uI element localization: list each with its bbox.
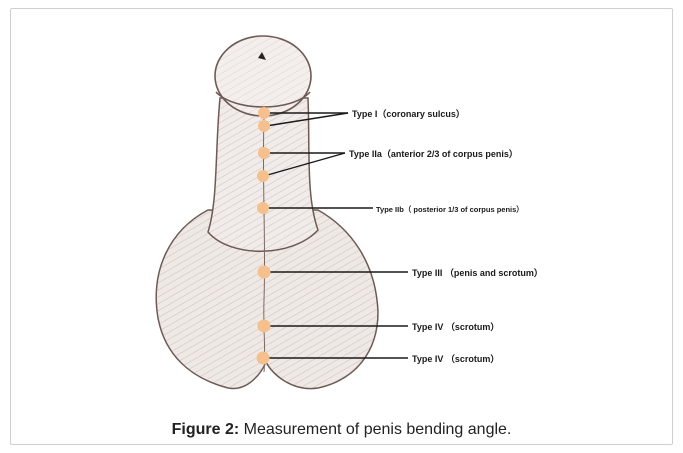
label-type-i: Type I（coronary sulcus） xyxy=(352,109,465,119)
marker-type-iia-b xyxy=(257,170,269,182)
label-type-iib: Type IIb（ posterior 1/3 of corpus penis） xyxy=(376,204,524,214)
marker-type-iii xyxy=(258,266,271,279)
marker-type-iib xyxy=(257,202,269,214)
marker-type-iv-upper xyxy=(258,320,271,333)
caption-label: Figure 2: xyxy=(172,421,240,438)
label-type-iv-upper: Type IV （scrotum） xyxy=(412,322,499,332)
marker-type-iia-a xyxy=(258,147,270,159)
caption-text: Measurement of penis bending angle. xyxy=(239,421,511,438)
label-type-iv-lower: Type IV （scrotum） xyxy=(412,354,499,364)
figure-caption: Figure 2: Measurement of penis bending a… xyxy=(0,421,683,439)
marker-type-iv-lower xyxy=(257,352,270,365)
marker-type-i-b xyxy=(258,120,270,132)
label-type-iii: Type III （penis and scrotum） xyxy=(412,268,543,278)
label-type-iia: Type IIa（anterior 2/3 of corpus penis） xyxy=(349,149,518,159)
marker-type-i-a xyxy=(258,107,270,119)
